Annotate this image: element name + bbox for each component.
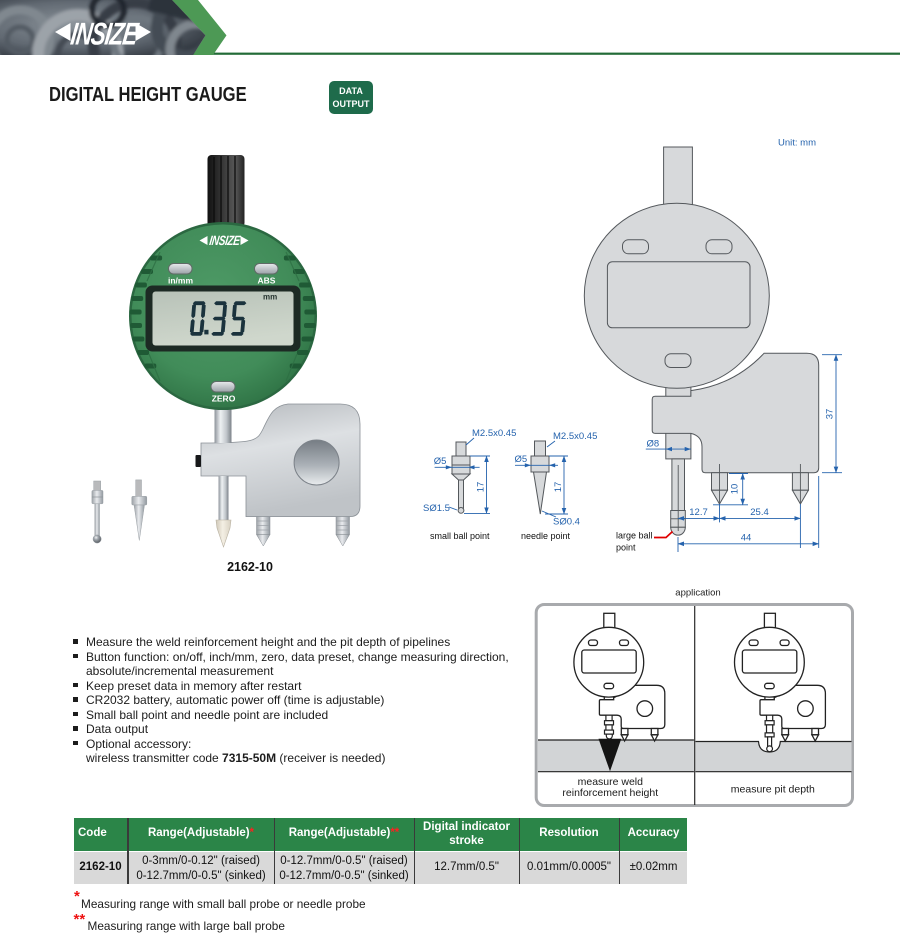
svg-text:M2.5x0.45: M2.5x0.45 — [472, 428, 516, 439]
svg-text:needle point: needle point — [521, 531, 571, 541]
svg-text:application: application — [675, 588, 720, 599]
svg-text:SØ1.5: SØ1.5 — [423, 503, 450, 514]
svg-text:measure weld: measure weld — [578, 776, 644, 788]
svg-text:in/mm: in/mm — [168, 276, 193, 286]
svg-text:10: 10 — [730, 484, 741, 495]
svg-text:12.7: 12.7 — [689, 507, 708, 518]
svg-text:INSIZE: INSIZE — [208, 233, 242, 249]
svg-text:ZERO: ZERO — [212, 394, 236, 404]
svg-text:44: 44 — [741, 533, 752, 544]
svg-text:INSIZE: INSIZE — [69, 16, 142, 52]
svg-text:Ø5: Ø5 — [515, 454, 528, 465]
svg-text:SØ0.4: SØ0.4 — [553, 517, 580, 528]
svg-text:point: point — [616, 543, 636, 553]
svg-text:large ball: large ball — [616, 531, 653, 541]
svg-text:Ø5: Ø5 — [434, 456, 447, 467]
svg-text:mm: mm — [263, 293, 277, 302]
svg-text:Ø8: Ø8 — [647, 439, 660, 450]
svg-text:ABS: ABS — [258, 276, 276, 286]
svg-text:25.4: 25.4 — [750, 507, 769, 518]
svg-text:17: 17 — [476, 482, 487, 493]
svg-text:17: 17 — [553, 482, 564, 493]
svg-text:reinforcement height: reinforcement height — [562, 787, 658, 799]
svg-text:small ball point: small ball point — [430, 531, 490, 541]
svg-text:M2.5x0.45: M2.5x0.45 — [553, 431, 597, 442]
svg-text:37: 37 — [825, 409, 836, 420]
svg-text:measure pit depth: measure pit depth — [731, 784, 815, 796]
svg-text:Unit: mm: Unit: mm — [778, 138, 816, 149]
